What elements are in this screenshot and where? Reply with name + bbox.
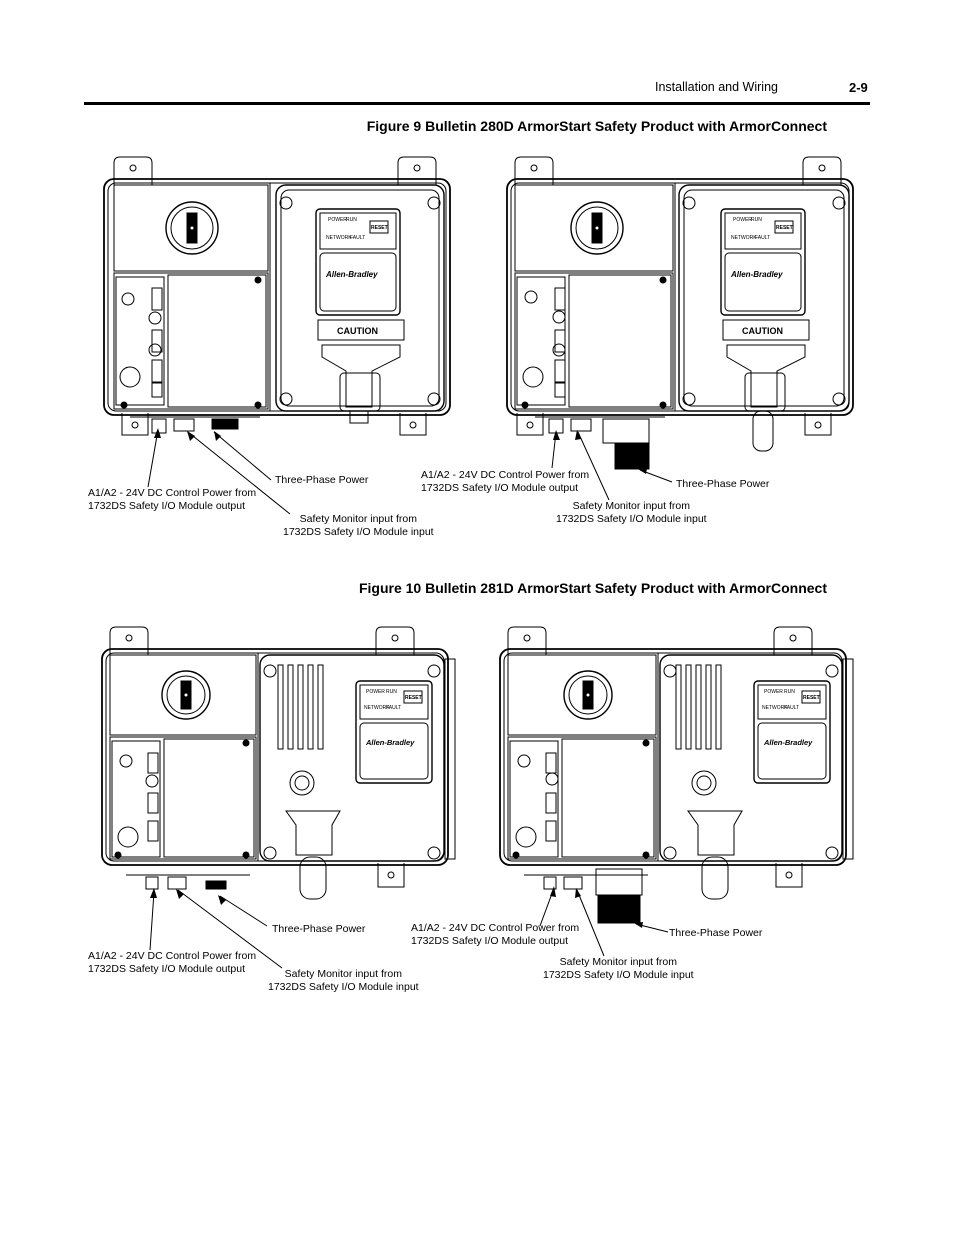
fig10-right-device-drawing: POWER RUN NETWORK FAULT RESET Allen-Brad… (499, 626, 854, 924)
fig10-right-fault-led-label: FAULT (784, 705, 799, 711)
fig10-right-brand-label: Allen-Bradley (763, 738, 813, 747)
fig9-left-network-led-label: NETWORK (326, 235, 352, 241)
fig9-right-power-led-label: POWER (733, 217, 752, 223)
fig9-right-run-led-label: RUN (751, 217, 762, 223)
fig10-left-brand-label: Allen-Bradley (365, 738, 415, 747)
fig9-left-three-phase-label: Three-Phase Power (275, 474, 369, 486)
fig10-right-network-led-label: NETWORK (762, 705, 788, 711)
fig10-left-fault-led-label: FAULT (386, 705, 401, 711)
fig9-left-device-drawing: POWER RUN NETWORK FAULT RESET Allen-Brad… (103, 156, 451, 436)
fig9-left-reset-label: RESET (371, 225, 388, 231)
fig10-left-three-phase-label: Three-Phase Power (272, 923, 366, 935)
fig10-right-run-led-label: RUN (784, 689, 795, 695)
fig9-left-brand-label: Allen-Bradley (325, 270, 378, 279)
fig9-right-reset-label: RESET (776, 225, 793, 231)
fig9-right-three-phase-label: Three-Phase Power (676, 478, 770, 490)
fig10-right-reset-label: RESET (803, 695, 820, 701)
fig9-right-fault-led-label: FAULT (755, 235, 770, 241)
fig10-left-reset-label: RESET (405, 695, 422, 701)
figure-10-caption: Figure 10 Bulletin 281D ArmorStart Safet… (358, 580, 827, 596)
fig9-left-caution-label: CAUTION (337, 326, 378, 336)
fig10-right-power-led-label: POWER (764, 689, 783, 695)
fig9-right-brand-label: Allen-Bradley (730, 270, 783, 279)
fig10-left-run-led-label: RUN (386, 689, 397, 695)
page-number: 2-9 (849, 80, 868, 95)
running-header-section: Installation and Wiring (655, 80, 778, 94)
fig9-left-power-led-label: POWER (328, 217, 347, 223)
fig9-right-caution-label: CAUTION (742, 326, 783, 336)
fig9-right-network-led-label: NETWORK (731, 235, 757, 241)
fig10-left-device-drawing: POWER RUN NETWORK FAULT RESET Allen-Brad… (101, 626, 456, 900)
figure-9-caption: Figure 9 Bulletin 280D ArmorStart Safety… (366, 118, 827, 134)
fig9-left-fault-led-label: FAULT (350, 235, 365, 241)
header-rule (84, 102, 870, 105)
fig10-left-power-led-label: POWER (366, 689, 385, 695)
fig9-left-run-led-label: RUN (346, 217, 357, 223)
fig10-left-network-led-label: NETWORK (364, 705, 390, 711)
fig10-right-three-phase-label: Three-Phase Power (669, 927, 763, 939)
